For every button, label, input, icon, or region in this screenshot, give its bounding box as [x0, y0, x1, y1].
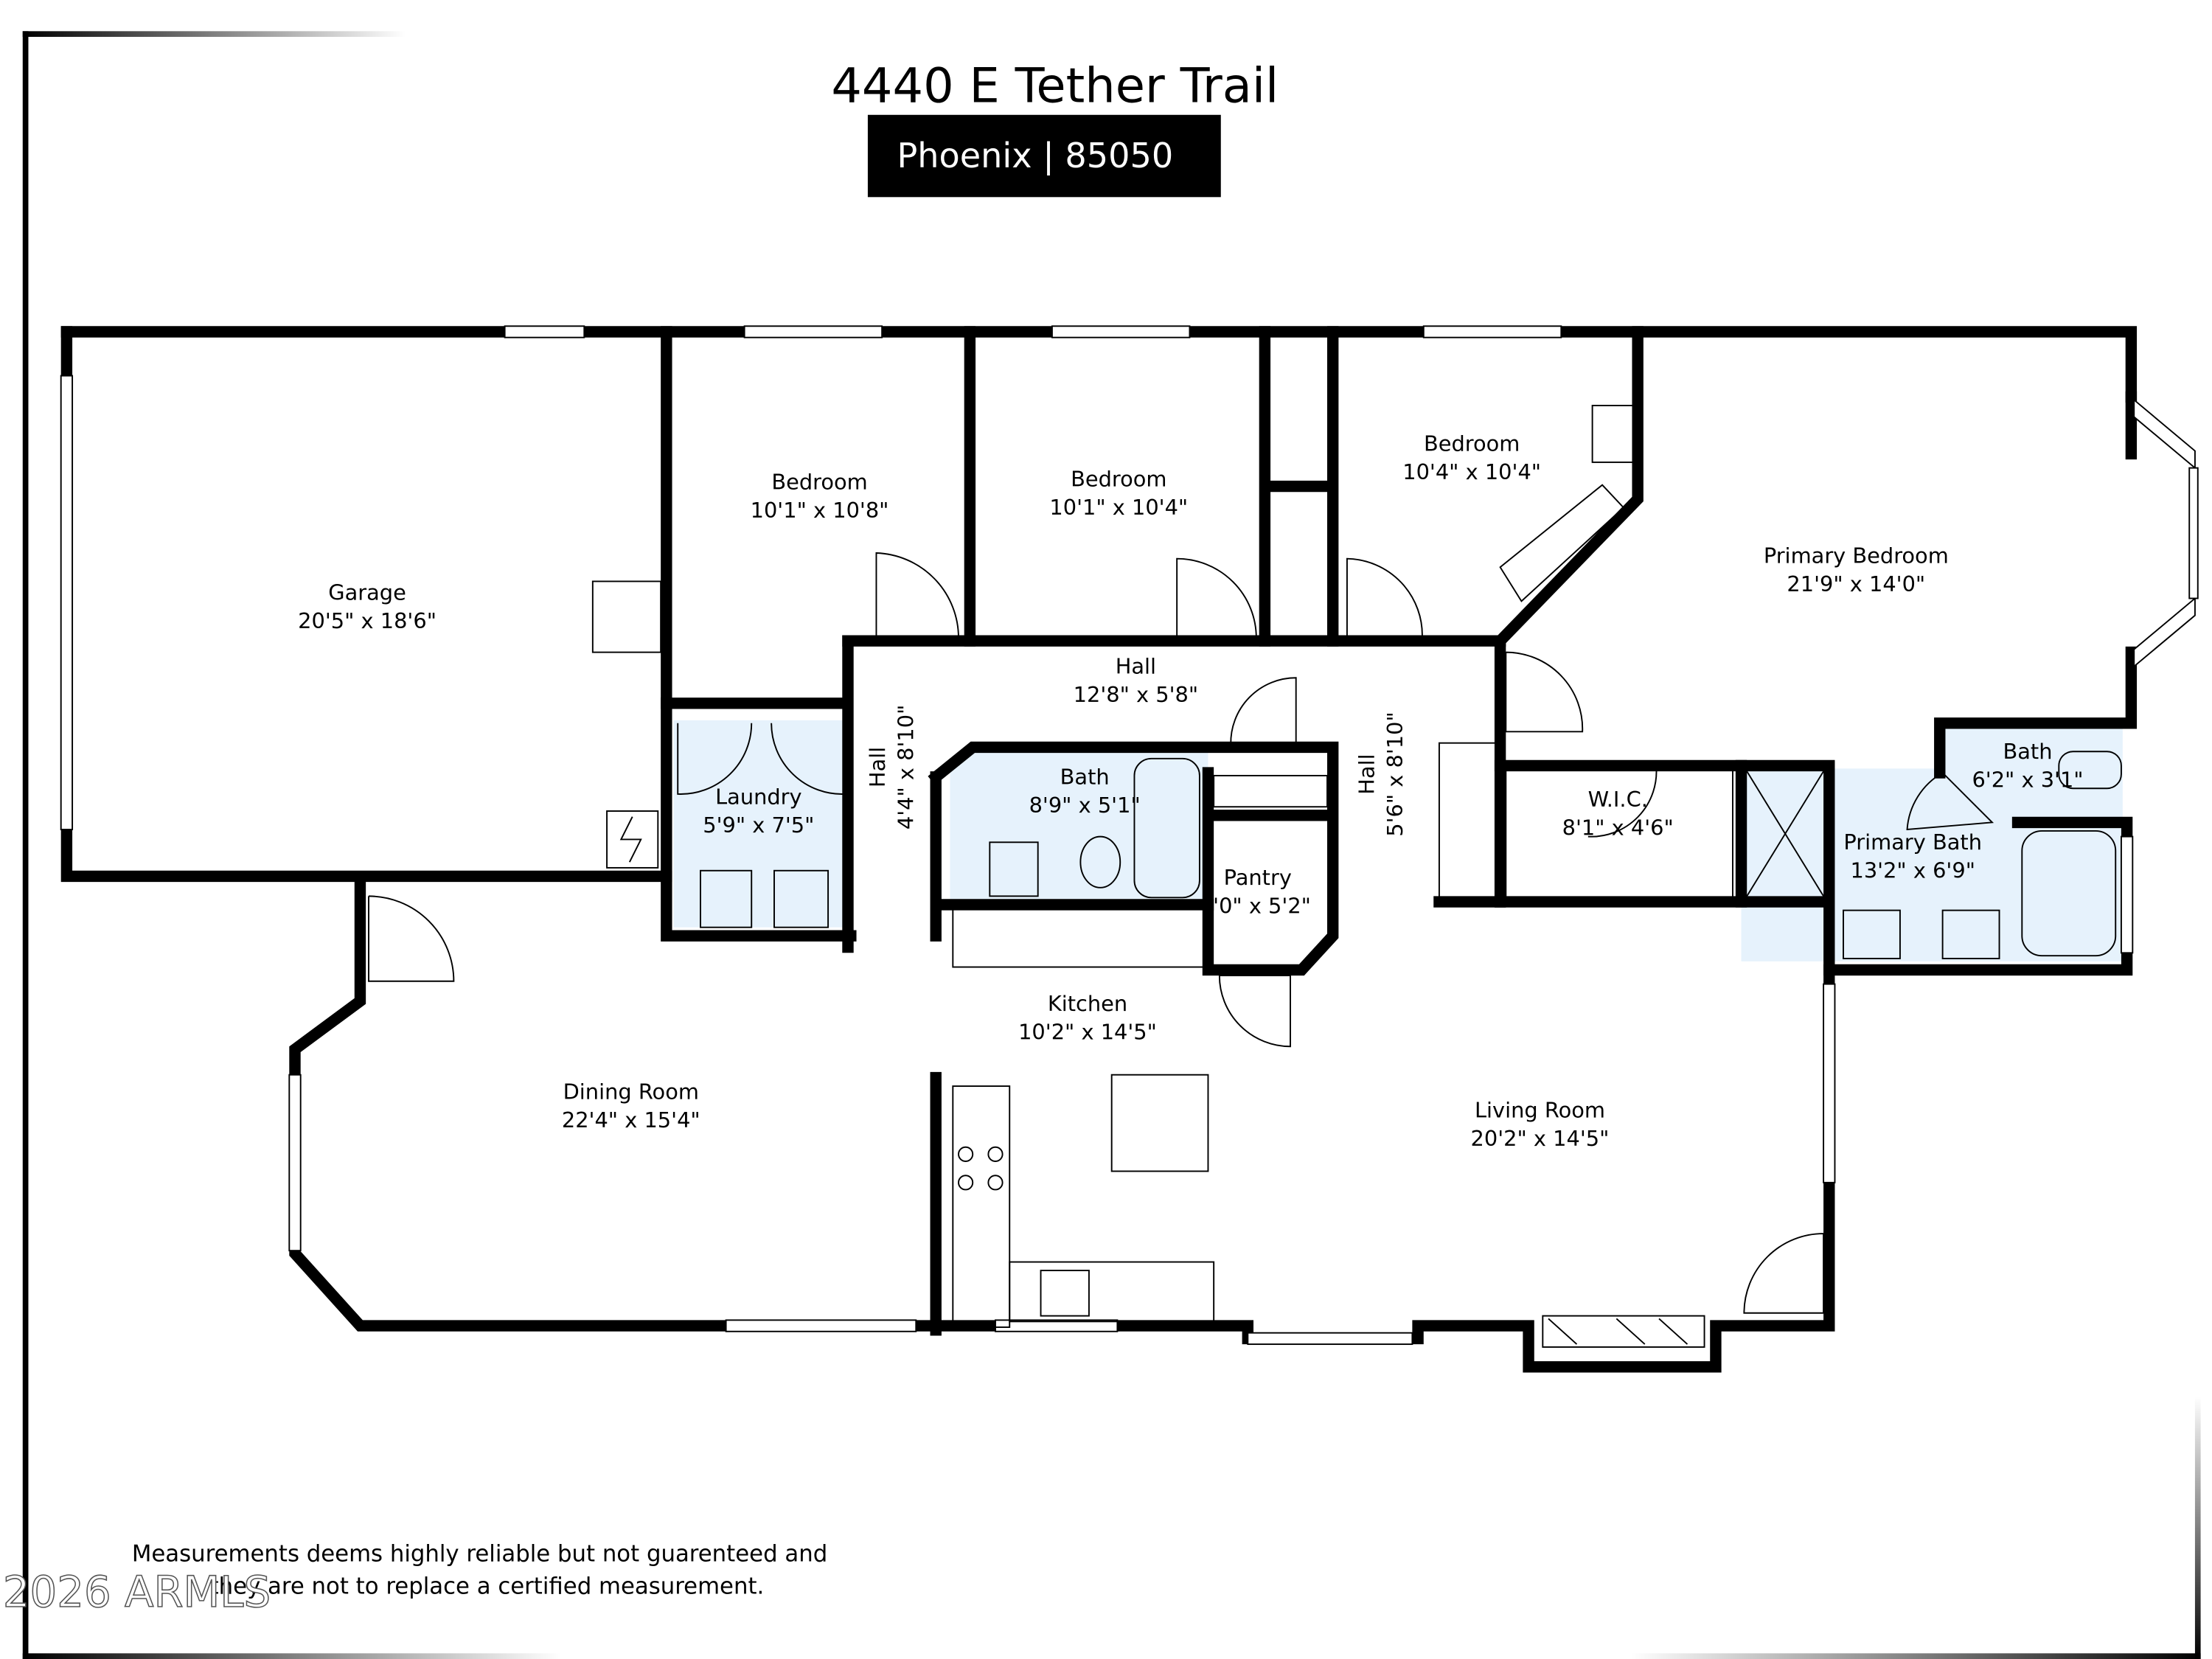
room-hall-main: Hall 12'8" x 5'8"	[1074, 653, 1198, 706]
room-bath-small: Bath 6'2" x 3'1"	[1972, 739, 2083, 792]
room-size: 22'4" x 15'4"	[562, 1107, 700, 1133]
room-name: Living Room	[1475, 1097, 1605, 1122]
room-size: 5'9" x 7'5"	[703, 813, 814, 838]
room-size: 13'2" x 6'9"	[1850, 858, 1975, 883]
room-bedroom-3: Bedroom 10'4" x 10'4"	[1402, 431, 1541, 484]
disclaimer-line-1: Measurements deems highly reliable but n…	[132, 1540, 827, 1567]
room-name: Garage	[328, 580, 406, 605]
address-title: 4440 E Tether Trail	[831, 58, 1279, 114]
room-laundry: Laundry 5'9" x 7'5"	[703, 784, 814, 837]
room-garage: Garage 20'5" x 18'6"	[298, 580, 437, 633]
room-primary-bath: Primary Bath 13'2" x 6'9"	[1843, 830, 1982, 883]
room-name: Pantry	[1224, 865, 1292, 890]
watermark: 2026 ARMLS	[3, 1567, 271, 1617]
room-size: 21'9" x 14'0"	[1787, 571, 1925, 597]
doors	[368, 552, 1994, 1314]
room-name: Bath	[2003, 739, 2052, 764]
room-name: Hall	[1354, 754, 1379, 794]
room-wic: W.I.C. 8'1" x 4'6"	[1562, 787, 1674, 840]
wet-room-fills	[673, 720, 2123, 961]
fixtures	[591, 405, 2122, 1348]
room-size: 8'9" x 5'1"	[1029, 793, 1141, 818]
room-bedroom-1: Bedroom 10'1" x 10'8"	[751, 469, 889, 522]
windows	[60, 325, 2199, 1346]
room-size: 5'6" x 8'10"	[1382, 712, 1408, 836]
room-size: 20'2" x 14'5"	[1471, 1126, 1610, 1151]
city-zip: Phoenix | 85050	[897, 136, 1173, 176]
room-living-room: Living Room 20'2" x 14'5"	[1471, 1097, 1610, 1150]
room-size: 8'1" x 4'6"	[1562, 815, 1674, 841]
city-zip-banner	[867, 114, 1221, 198]
room-dining-room: Dining Room 22'4" x 15'4"	[562, 1079, 700, 1132]
room-size: 10'2" x 14'5"	[1018, 1020, 1157, 1045]
room-name: Kitchen	[1048, 991, 1127, 1016]
room-size: 6'2" x 3'1"	[1972, 767, 2083, 792]
room-primary-bedroom: Primary Bedroom 21'9" x 14'0"	[1764, 543, 1949, 596]
room-name: Primary Bedroom	[1764, 543, 1949, 568]
room-name: Bedroom	[1424, 431, 1520, 456]
room-name: Bedroom	[771, 469, 867, 494]
disclaimer-line-2: they are not to replace a certified meas…	[210, 1573, 765, 1600]
room-bath: Bath 8'9" x 5'1"	[1029, 764, 1141, 817]
room-size: 10'1" x 10'8"	[751, 498, 889, 523]
room-name: Bath	[1060, 764, 1110, 789]
room-size: '0" x 5'2"	[1213, 893, 1311, 918]
page-frame	[22, 31, 2201, 1659]
room-name: Laundry	[715, 784, 801, 809]
room-size: 12'8" x 5'8"	[1074, 682, 1198, 707]
room-labels: Garage 20'5" x 18'6" Bedroom 10'1" x 10'8"…	[298, 431, 2083, 1151]
room-kitchen: Kitchen 10'2" x 14'5"	[1018, 991, 1157, 1044]
room-name: Hall	[865, 747, 890, 787]
room-name: Hall	[1116, 653, 1156, 678]
room-name: Bedroom	[1071, 467, 1166, 492]
room-size: 10'1" x 10'4"	[1049, 495, 1188, 520]
room-name: Primary Bath	[1843, 830, 1982, 855]
room-name: W.I.C.	[1588, 787, 1648, 812]
room-size: 10'4" x 10'4"	[1402, 459, 1541, 484]
room-size: 4'4" x 8'10"	[893, 705, 918, 830]
room-name: Dining Room	[563, 1079, 699, 1104]
room-pantry: Pantry '0" x 5'2"	[1213, 865, 1311, 918]
room-size: 20'5" x 18'6"	[298, 608, 437, 633]
room-bedroom-2: Bedroom 10'1" x 10'4"	[1049, 467, 1188, 520]
